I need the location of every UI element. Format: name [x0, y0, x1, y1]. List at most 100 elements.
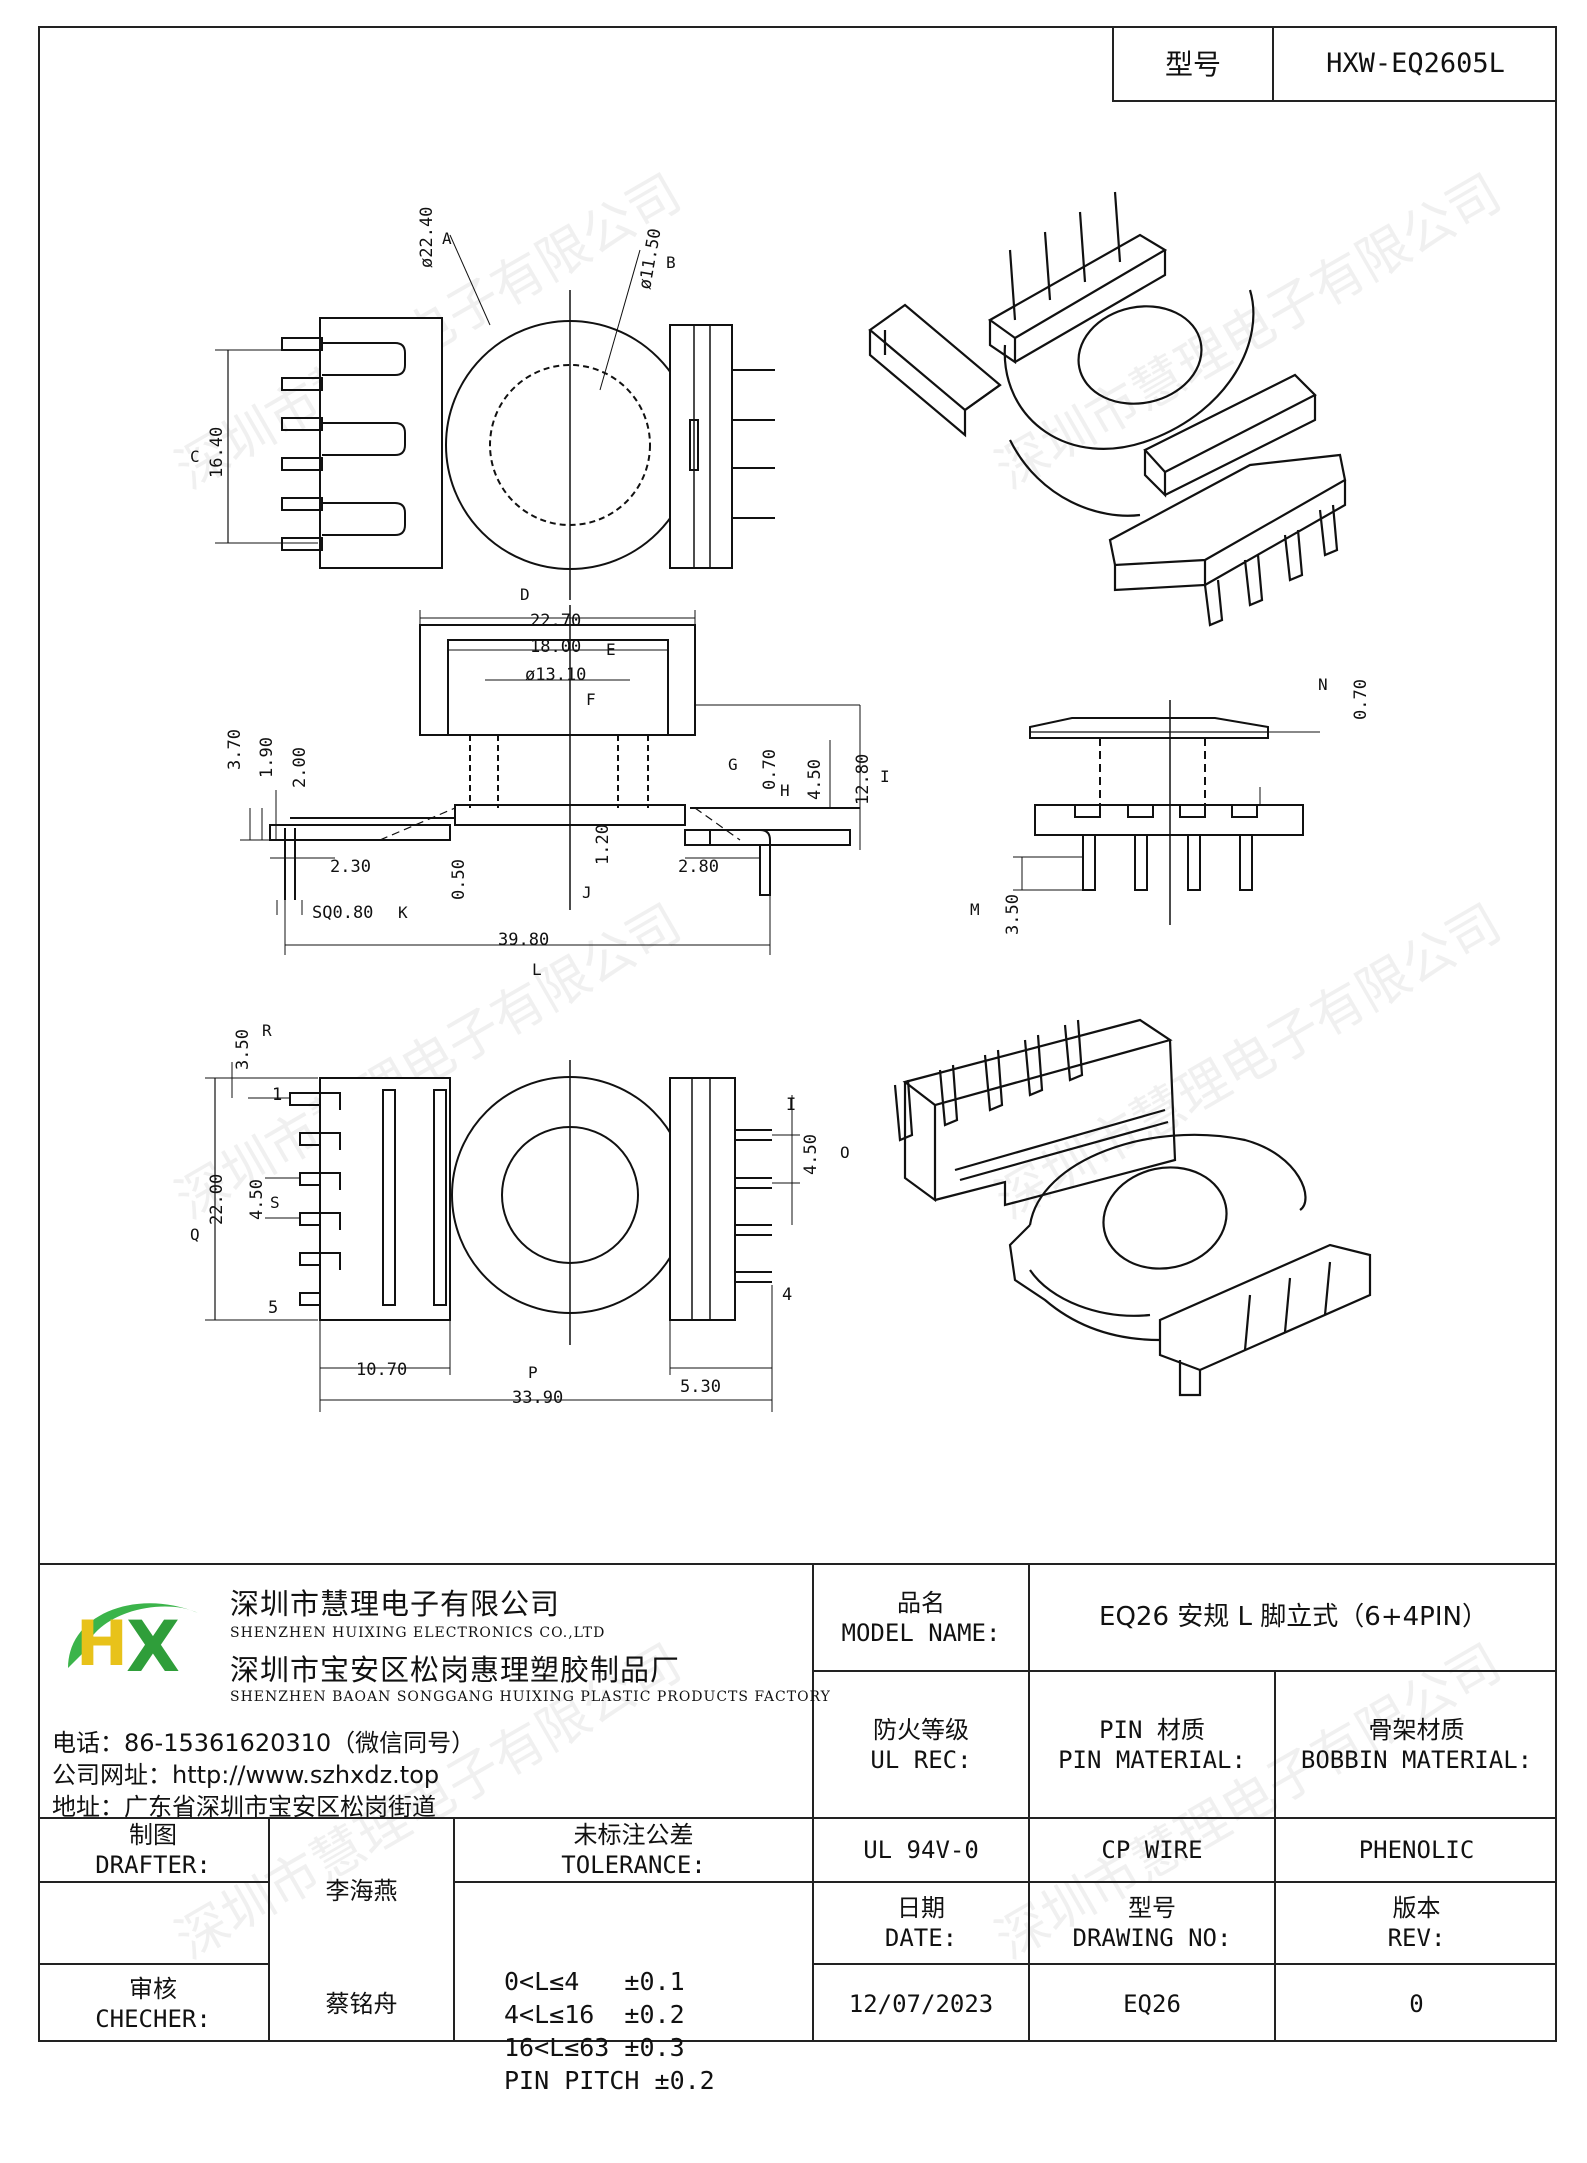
dim-front-w1: 22.70	[530, 611, 581, 631]
rev-value: 0	[1409, 1989, 1424, 2018]
right-pin-block	[669, 324, 733, 569]
divider	[453, 1881, 812, 1883]
pin-1-label: 1	[272, 1085, 282, 1105]
logo-arc	[68, 1603, 198, 1668]
title-block: 型号 HXW-EQ2605L	[1112, 26, 1557, 102]
dim-top-outer: ø22.40	[417, 207, 437, 268]
pin-5-label: 5	[268, 1298, 278, 1318]
dim-front-total-w: 39.80	[498, 930, 549, 950]
company-website[interactable]: 公司网址：http://www.szhxdz.top	[52, 1761, 440, 1789]
divider	[268, 1817, 270, 2042]
label-h: H	[780, 781, 790, 800]
left-pin-block	[319, 317, 443, 569]
dim-front-d3: ø13.10	[525, 665, 586, 685]
label-c: C	[190, 447, 200, 466]
ul-rec-value: UL 94V-0	[863, 1836, 979, 1864]
divider	[38, 1963, 268, 1965]
label-s: S	[270, 1193, 280, 1212]
drawing-no-value: EQ26	[1123, 1989, 1181, 2018]
divider	[812, 1963, 1557, 1965]
top-view	[215, 234, 775, 600]
technical-drawing: ø22.40 A ø11.50 B 16.40 C D 22.70 18.00 …	[190, 191, 1372, 1412]
dim-top-inner: ø11.50	[635, 227, 665, 291]
company-name-cn: 深圳市慧理电子有限公司	[230, 1587, 561, 1621]
title-block-bottom: H X 深圳市慧理电子有限公司 SHENZHEN HUIXING ELECTRO…	[38, 1563, 1557, 2095]
drafter-value: 李海燕	[325, 1877, 398, 1905]
bottom-right-pins	[735, 1129, 772, 1283]
divider	[812, 1881, 1557, 1883]
dim-bottom-left-w: 10.70	[356, 1360, 407, 1380]
dim-front-h: 4.50	[805, 759, 825, 800]
dim-front-t2: 1.20	[593, 824, 613, 865]
dim-bottom-o: 4.50	[801, 1134, 821, 1175]
model-name-value: EQ26 安规 L 脚立式（6+4PIN）	[1099, 1602, 1488, 1633]
model-value: HXW-EQ2605L	[1326, 47, 1505, 79]
bottom-view	[205, 1060, 800, 1412]
label-f: F	[586, 690, 596, 709]
pin-i-label: I	[786, 1095, 796, 1115]
label-k: K	[398, 903, 408, 922]
label-r: R	[262, 1021, 272, 1040]
pin-material-value: CP WIRE	[1101, 1836, 1203, 1864]
company-address: 地址：广东省深圳市宝安区松岗街道	[52, 1793, 436, 1821]
dim-side-m: 3.50	[1003, 894, 1023, 935]
date-value: 12/07/2023	[848, 1989, 994, 2018]
label-i: I	[880, 767, 890, 786]
left-pins	[281, 337, 406, 551]
factory-name-en: SHENZHEN BAOAN SONGGANG HUIXING PLASTIC …	[230, 1689, 831, 1705]
logo-x: X	[126, 1606, 180, 1688]
iso-view-bottom	[893, 1018, 1372, 1397]
dim-bottom-height: 22.00	[207, 1174, 227, 1225]
front-view	[240, 605, 861, 955]
bobbin-material-value: PHENOLIC	[1358, 1836, 1475, 1864]
company-name-en: SHENZHEN HUIXING ELECTRONICS CO.,LTD	[230, 1625, 606, 1641]
dim-front-h3: 2.00	[290, 747, 310, 788]
label-j: J	[582, 883, 592, 902]
drawing-frame	[38, 26, 1557, 2042]
label-m: M	[970, 900, 980, 919]
bottom-left-pins	[289, 1092, 341, 1306]
iso-view-top	[868, 191, 1347, 627]
dim-front-left-off: 2.30	[330, 857, 371, 877]
dim-bottom-right-w: 5.30	[680, 1377, 721, 1397]
divider	[812, 1670, 1557, 1672]
right-pins	[732, 369, 775, 519]
dim-bottom-r: 3.50	[233, 1029, 253, 1070]
label-g: G	[728, 755, 738, 774]
key-slot	[689, 419, 699, 471]
divider	[1274, 1670, 1276, 2042]
factory-name-cn: 深圳市宝安区松岗惠理塑胶制品厂	[230, 1653, 681, 1687]
dim-front-g: 0.70	[760, 749, 780, 790]
label-a: A	[442, 229, 452, 248]
label-q: Q	[190, 1225, 200, 1244]
dim-front-sq: SQ0.80	[312, 903, 373, 923]
dim-front-h1: 3.70	[225, 729, 245, 770]
divider	[812, 1563, 814, 2042]
label-n: N	[1318, 675, 1328, 694]
dim-front-h2: 1.90	[257, 737, 277, 778]
label-e: E	[606, 640, 616, 659]
divider	[1028, 1563, 1030, 2042]
divider	[38, 1881, 268, 1883]
checker-value: 蔡铭舟	[325, 1989, 398, 2018]
label-l: L	[532, 960, 542, 979]
company-logo: H X	[68, 1603, 198, 1688]
dim-front-w2: 18.00	[530, 637, 581, 657]
side-view	[1013, 700, 1320, 925]
label-p: P	[528, 1363, 538, 1382]
logo-h: H	[76, 1607, 128, 1680]
pin-4-label: 4	[782, 1285, 792, 1305]
divider	[453, 1817, 455, 2042]
divider	[38, 1563, 1557, 1565]
label-b: B	[666, 253, 676, 272]
